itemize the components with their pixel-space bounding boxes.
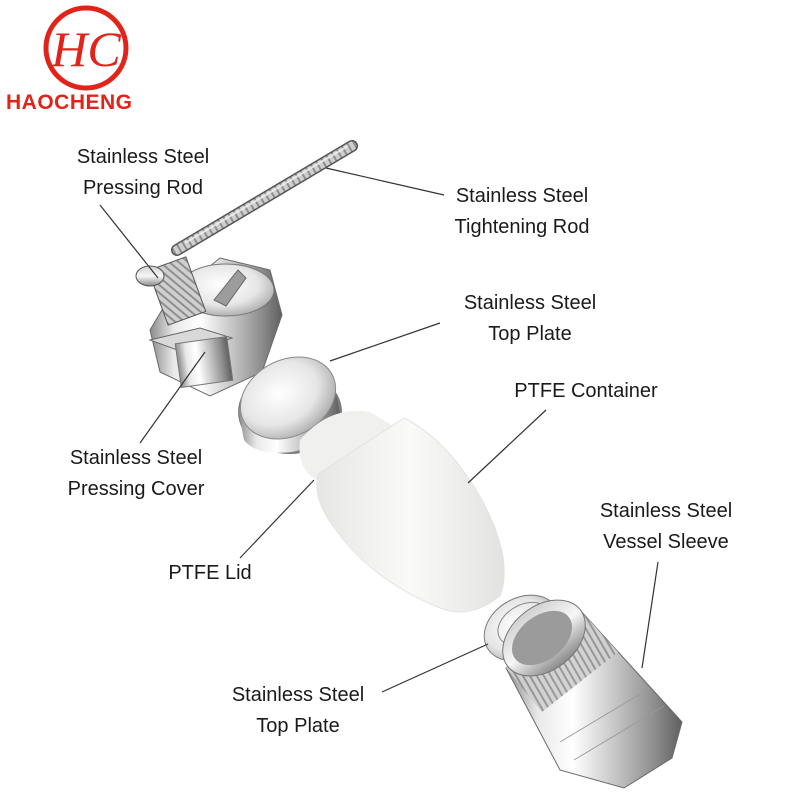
ptfe-parts: [299, 410, 505, 613]
label-top-plate-lower-line2: Top Plate: [256, 715, 340, 737]
label-top-plate-lower-line1: Stainless Steel: [231, 684, 365, 706]
label-top-plate-upper: Stainless Steel Top Plate: [440, 288, 620, 350]
tightening-rod: [171, 140, 358, 256]
label-pressing-rod-line1: Stainless Steel: [76, 146, 210, 168]
label-pressing-cover-line2: Pressing Cover: [67, 478, 205, 500]
leader-line-top-plate-upper: [329, 322, 441, 362]
label-top-plate-upper-line1: Stainless Steel: [463, 292, 597, 314]
label-ptfe-lid: PTFE Lid: [140, 558, 280, 589]
leader-lines: [99, 167, 659, 693]
label-ptfe-lid-line1: PTFE Lid: [168, 562, 252, 584]
leader-line-vessel-sleeve: [641, 561, 659, 669]
brand-name: HAOCHENG: [6, 91, 133, 114]
label-pressing-cover: Stainless Steel Pressing Cover: [46, 443, 226, 505]
label-tightening-rod-line1: Stainless Steel: [455, 185, 589, 207]
logo-monogram: HC: [50, 21, 121, 77]
label-tightening-rod: Stainless Steel Tightening Rod: [432, 181, 612, 243]
ptfe-lid-shape: [299, 410, 400, 482]
pressing-rod: [135, 256, 207, 326]
ptfe-container-shape: [316, 417, 505, 613]
label-pressing-rod-line2: Pressing Rod: [82, 177, 204, 199]
vessel-sleeve: [502, 599, 683, 789]
label-vessel-sleeve: Stainless Steel Vessel Sleeve: [576, 496, 756, 558]
logo-ring: [43, 5, 129, 91]
label-top-plate-lower: Stainless Steel Top Plate: [208, 680, 388, 742]
label-ptfe-container-line1: PTFE Container: [514, 380, 658, 402]
label-vessel-sleeve-line2: Vessel Sleeve: [603, 531, 729, 553]
label-pressing-cover-line1: Stainless Steel: [69, 447, 203, 469]
leader-line-pressing-rod: [99, 204, 159, 279]
label-pressing-rod: Stainless Steel Pressing Rod: [58, 142, 228, 204]
brand-logo: HC: [43, 5, 129, 91]
label-ptfe-container: PTFE Container: [486, 376, 686, 407]
leader-line-ptfe-lid: [239, 479, 315, 559]
leader-line-tightening-rod: [325, 167, 445, 196]
leader-line-top-plate-lower: [381, 643, 489, 693]
label-vessel-sleeve-line1: Stainless Steel: [599, 500, 733, 522]
label-top-plate-upper-line2: Top Plate: [488, 323, 572, 345]
label-tightening-rod-line2: Tightening Rod: [454, 216, 590, 238]
leader-line-ptfe-container: [467, 409, 547, 484]
leader-line-pressing-cover: [139, 351, 206, 444]
